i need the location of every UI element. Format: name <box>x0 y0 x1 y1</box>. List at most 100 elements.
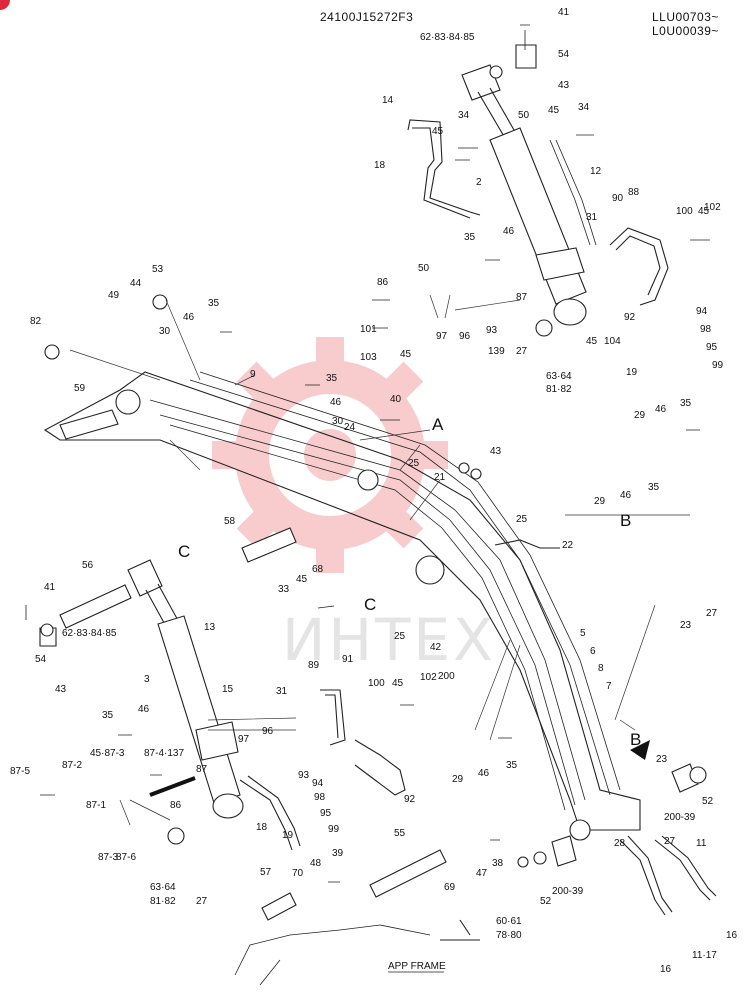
callout-c29b: 29 <box>594 496 606 507</box>
callout-c25a: 25 <box>408 458 420 469</box>
callout-c27d: 27 <box>196 896 208 907</box>
callout-c15: 15 <box>222 684 234 695</box>
boom-cylinder-upper <box>461 64 587 326</box>
callout-c30b: 30 <box>332 416 344 427</box>
drawing-number: 24100J15272F3 <box>320 10 413 24</box>
callout-c62a: 62·83·84·85 <box>420 32 475 43</box>
callout-cB1: B <box>620 511 631 530</box>
callout-c95b: 95 <box>320 808 332 819</box>
callout-c50b: 50 <box>418 263 430 274</box>
callout-c49: 49 <box>108 290 120 301</box>
leader-lines <box>69 294 690 826</box>
callout-c30a: 30 <box>159 326 171 337</box>
callout-c101: 101 <box>360 324 377 335</box>
callout-c56: 56 <box>82 560 94 571</box>
callout-c82: 82 <box>30 316 42 327</box>
callout-c2: 2 <box>476 177 482 188</box>
callout-c45873: 45·87-3 <box>90 748 125 759</box>
callout-c44: 44 <box>130 278 142 289</box>
callout-c38: 38 <box>492 858 504 869</box>
callout-c18a: 18 <box>374 160 386 171</box>
callout-c35g: 35 <box>506 760 518 771</box>
app-frame-label: APP FRAME <box>388 961 446 972</box>
callout-c46e: 46 <box>620 490 632 501</box>
callout-c13: 13 <box>204 622 216 633</box>
callout-c99b: 99 <box>328 824 340 835</box>
callout-c48: 48 <box>310 858 322 869</box>
callout-c22: 22 <box>562 540 574 551</box>
serial-range-1: LLU00703~ <box>652 10 719 24</box>
callout-c45e: 45 <box>586 336 598 347</box>
callout-c34a: 34 <box>458 110 470 121</box>
callout-c103: 103 <box>360 352 377 363</box>
callout-c871: 87-1 <box>86 800 106 811</box>
serial-range-2: L0U00039~ <box>652 24 719 38</box>
callout-c54a: 54 <box>558 49 570 60</box>
callout-c8: 8 <box>598 663 604 674</box>
callout-c50a: 50 <box>518 110 530 121</box>
callout-c31b: 31 <box>276 686 288 697</box>
boom-assembly <box>43 371 641 841</box>
callout-c200a: 200 <box>438 671 455 682</box>
callout-c33: 33 <box>278 584 290 595</box>
callout-c35d: 35 <box>680 398 692 409</box>
callout-c45f: 45 <box>296 574 308 585</box>
callout-c93a: 93 <box>486 325 498 336</box>
bolts <box>25 24 710 883</box>
callout-c43a: 43 <box>558 80 570 91</box>
callout-c46f: 46 <box>138 704 150 715</box>
callout-c872: 87-2 <box>62 760 82 771</box>
callout-c43b: 43 <box>490 446 502 457</box>
callout-c19a: 19 <box>626 367 638 378</box>
callout-c5: 5 <box>580 628 586 639</box>
callout-c35c: 35 <box>326 373 338 384</box>
callout-c25b: 25 <box>516 514 528 525</box>
callout-c98b: 98 <box>314 792 326 803</box>
callout-cC2: C <box>364 595 376 614</box>
callout-c20039a: 200-39 <box>664 812 696 823</box>
callout-c42: 42 <box>430 642 442 653</box>
callout-c45b: 45 <box>548 105 560 116</box>
callout-c55: 55 <box>394 828 406 839</box>
callout-c62b: 62·83·84·85 <box>62 628 117 639</box>
watermark-gear-icon <box>212 337 448 573</box>
callout-c98a: 98 <box>700 324 712 335</box>
callout-c23b: 23 <box>656 754 668 765</box>
callout-c97b: 97 <box>238 734 250 745</box>
callout-c45g: 45 <box>392 678 404 689</box>
callout-c100b: 100 <box>368 678 385 689</box>
callout-c41b: 41 <box>44 582 56 593</box>
callout-c875: 87-5 <box>10 766 30 777</box>
callout-c92a: 92 <box>624 312 636 323</box>
hoses <box>239 119 717 916</box>
callout-c31a: 31 <box>586 212 598 223</box>
callout-c86a: 86 <box>377 277 389 288</box>
callout-c88: 88 <box>628 187 640 198</box>
callout-c34b: 34 <box>578 102 590 113</box>
callout-c52a: 52 <box>702 796 714 807</box>
callout-c70: 70 <box>292 868 304 879</box>
callout-c873: 87-3 <box>98 852 118 863</box>
pins <box>39 44 707 921</box>
callout-c54b: 54 <box>35 654 47 665</box>
callout-c23a: 23 <box>680 620 692 631</box>
callout-c16b: 16 <box>660 964 672 975</box>
callout-c92b: 92 <box>404 794 416 805</box>
callout-c99a: 99 <box>712 360 724 371</box>
callout-c41a: 41 <box>558 7 570 18</box>
callout-c35a: 35 <box>464 232 476 243</box>
callout-c35e: 35 <box>648 482 660 493</box>
callout-c45c: 45 <box>698 206 710 217</box>
callout-c40: 40 <box>390 394 402 405</box>
callout-c27c: 27 <box>664 836 676 847</box>
callout-c6364b: 63·64 <box>150 882 176 893</box>
arrow-c <box>149 776 196 797</box>
arrow-b <box>630 740 650 760</box>
callout-c102a: 102 <box>704 202 721 213</box>
callout-c93b: 93 <box>298 770 310 781</box>
callout-c46a: 46 <box>503 226 515 237</box>
callout-c43c: 43 <box>55 684 67 695</box>
callout-c53: 53 <box>152 264 164 275</box>
callout-cB2: B <box>630 730 641 749</box>
